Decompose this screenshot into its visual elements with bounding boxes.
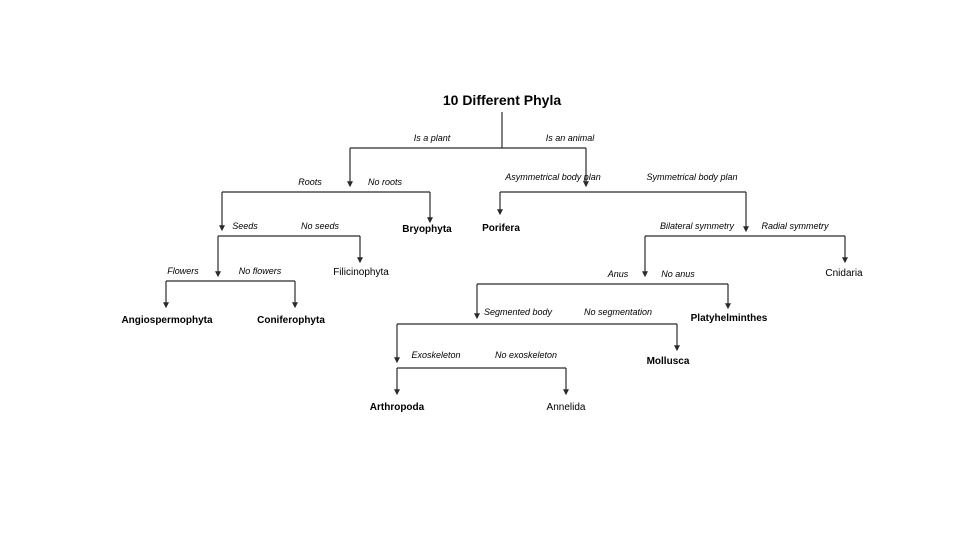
branch-label-asymmetrical: Asymmetrical body plan <box>504 172 601 182</box>
leaf-arthropoda: Arthropoda <box>370 402 425 413</box>
branch-label-no-seeds: No seeds <box>301 221 340 231</box>
leaf-annelida: Annelida <box>547 402 586 413</box>
leaf-bryophyta: Bryophyta <box>402 224 452 235</box>
branch-label-bilateral: Bilateral symmetry <box>660 221 735 231</box>
leaf-coniferophyta: Coniferophyta <box>257 315 325 326</box>
branch-label-no-anus: No anus <box>661 269 695 279</box>
branch-label-is-a-plant: Is a plant <box>414 133 451 143</box>
leaf-mollusca: Mollusca <box>647 356 690 367</box>
branch-label-radial: Radial symmetry <box>761 221 829 231</box>
branch-label-no-roots: No roots <box>368 177 403 187</box>
branch-label-segmented: Segmented body <box>484 307 553 317</box>
branch-label-flowers: Flowers <box>167 266 199 276</box>
branch-label-no-exoskeleton: No exoskeleton <box>495 350 557 360</box>
leaf-filicinophyta: Filicinophyta <box>333 267 389 278</box>
branch-label-exoskeleton: Exoskeleton <box>411 350 460 360</box>
branch-label-anus: Anus <box>607 269 629 279</box>
branch-label-no-segmentation: No segmentation <box>584 307 652 317</box>
leaf-porifera: Porifera <box>482 223 520 234</box>
branch-label-roots: Roots <box>298 177 322 187</box>
branch-label-is-an-animal: Is an animal <box>546 133 596 143</box>
leaf-platyhelminthes: Platyhelminthes <box>691 313 768 324</box>
branch-label-no-flowers: No flowers <box>239 266 282 276</box>
page-title: 10 Different Phyla <box>443 92 561 108</box>
leaf-angiospermophyta: Angiospermophyta <box>121 315 213 326</box>
leaf-cnidaria: Cnidaria <box>825 268 863 279</box>
branch-label-symmetrical: Symmetrical body plan <box>646 172 737 182</box>
branch-label-seeds: Seeds <box>232 221 258 231</box>
